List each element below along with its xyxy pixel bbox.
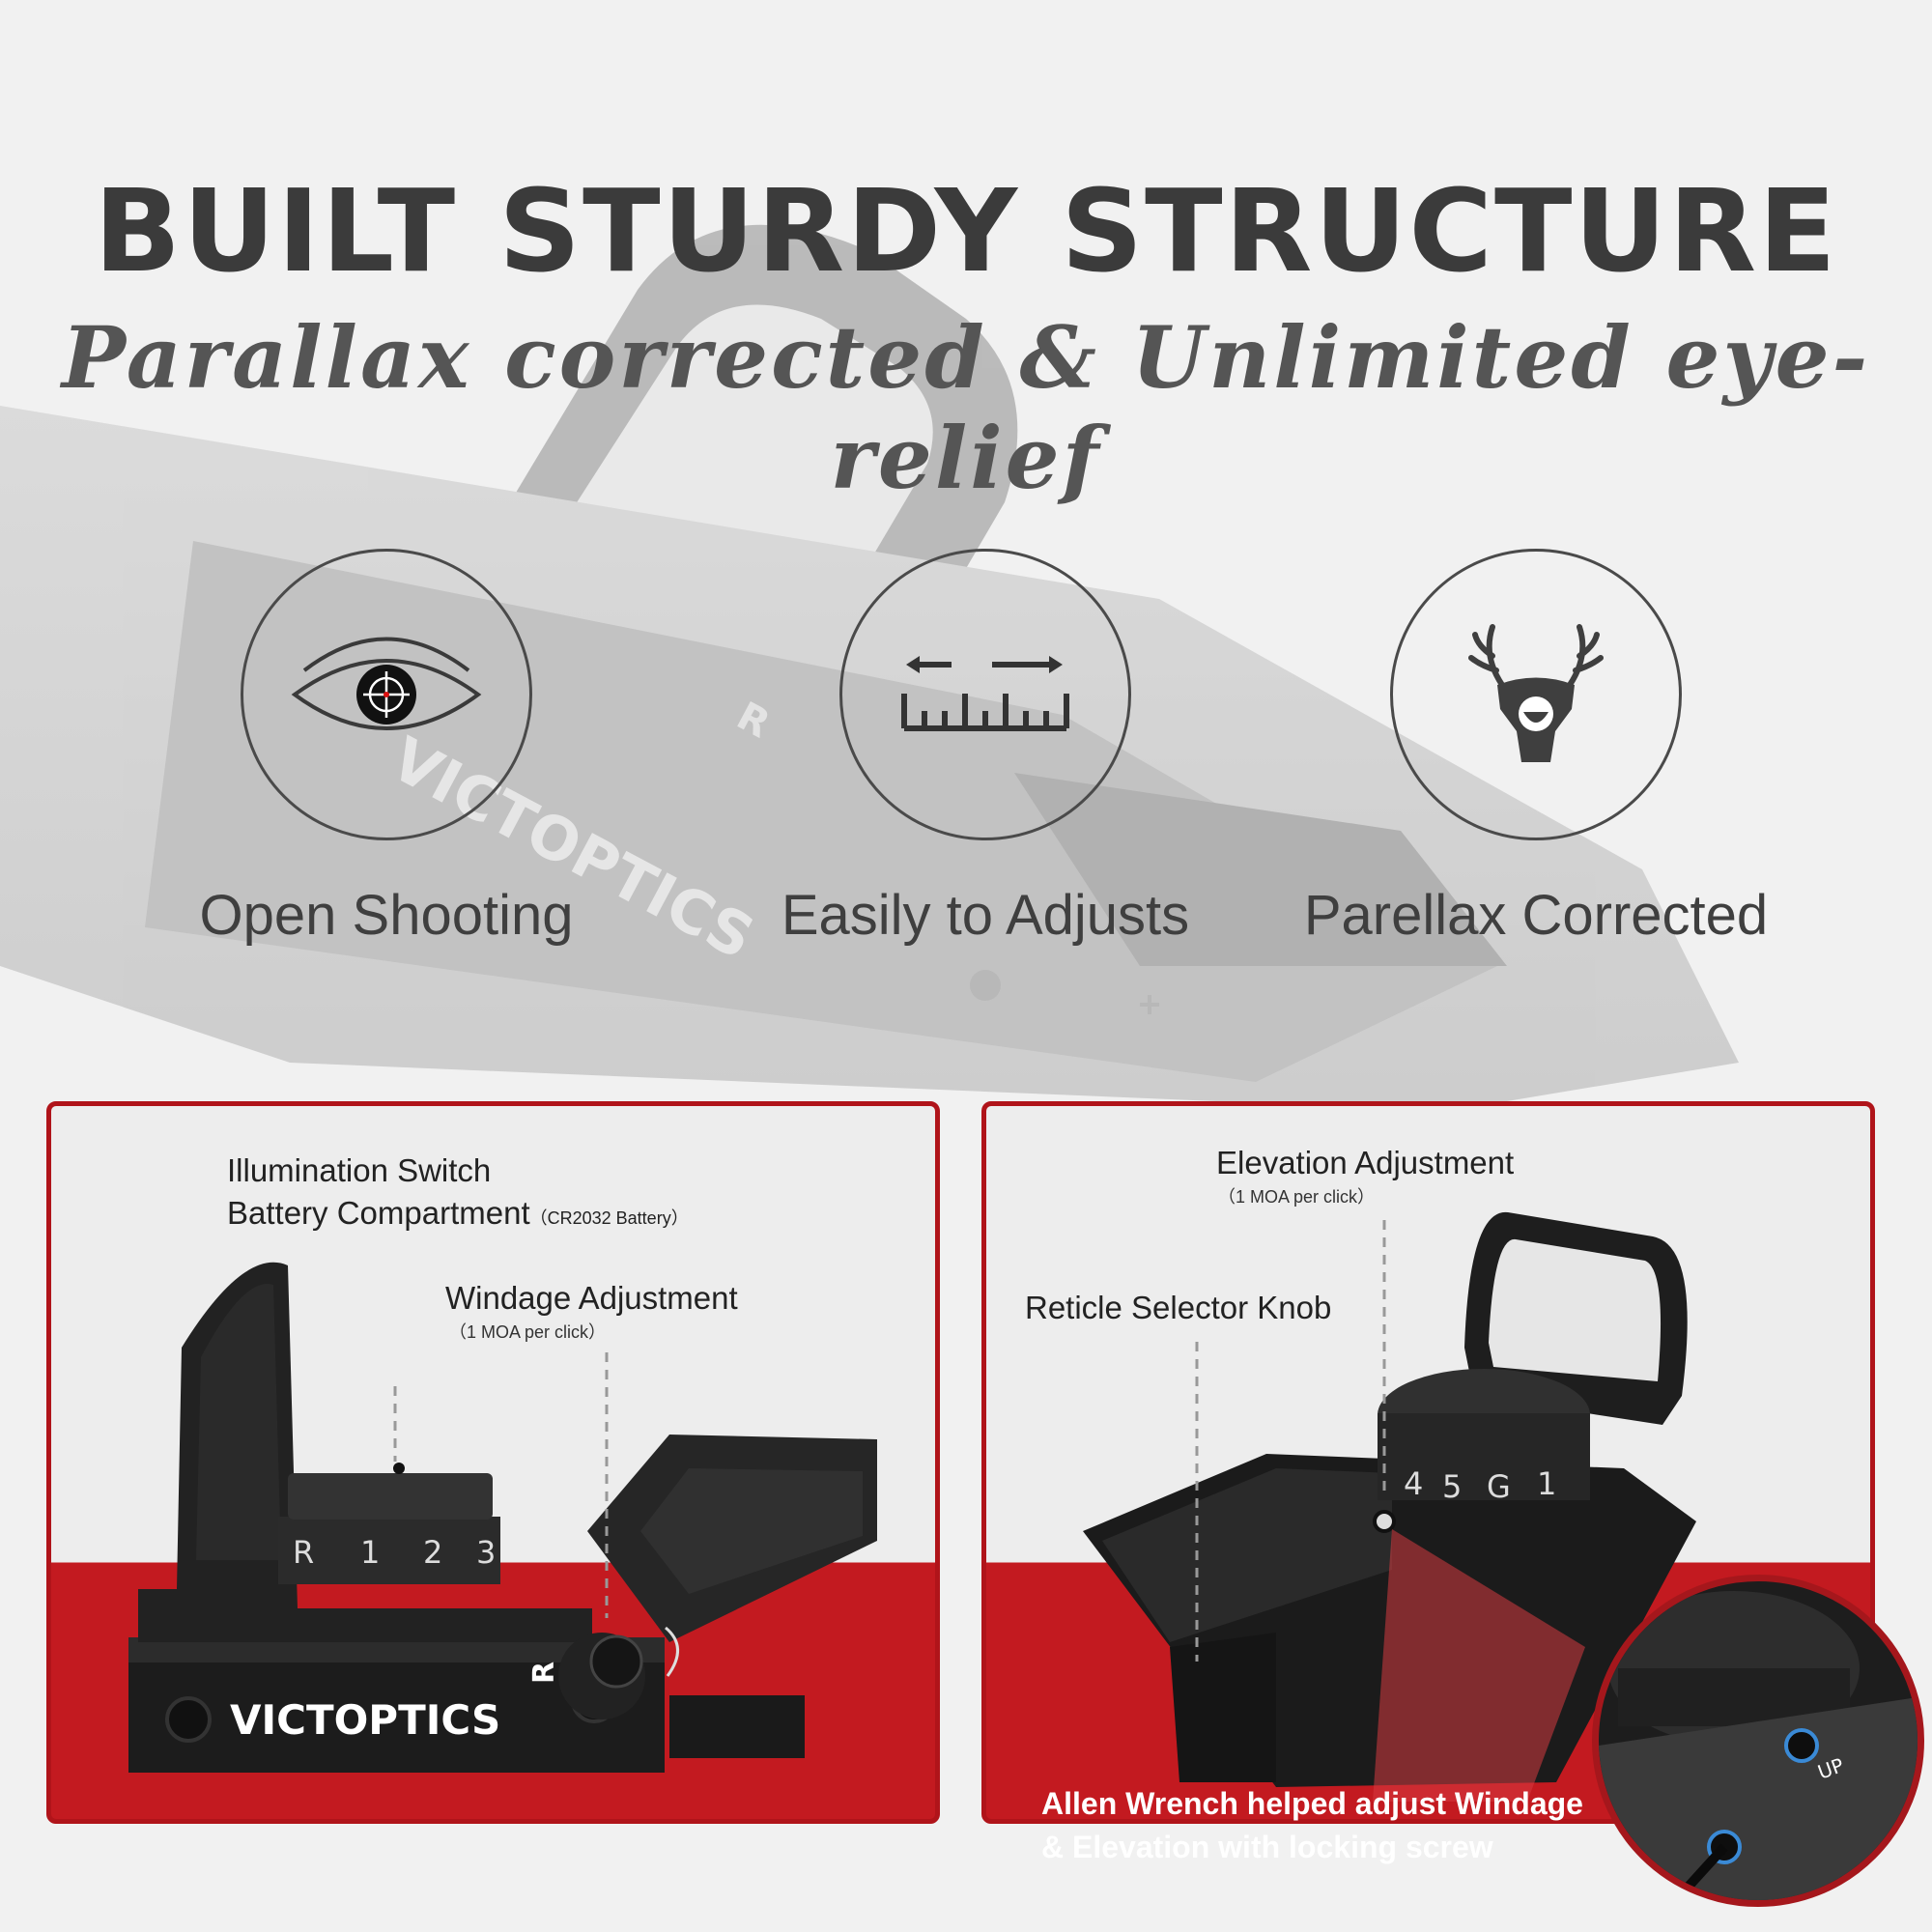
feature-ring: [1390, 549, 1682, 840]
callout-reticle-selector: Reticle Selector Knob: [1025, 1290, 1332, 1325]
panel-side-view: VICTOPTICS R 1 2 3 R Illumination Switch…: [46, 1101, 940, 1824]
feature-easy-adjust: Easily to Adjusts: [734, 549, 1236, 948]
right-dial-mark: 5: [1442, 1468, 1462, 1505]
callout-illumination-switch: Illumination Switch: [227, 1152, 492, 1188]
left-dial-mark: R: [293, 1534, 314, 1571]
windage-note: （1 MOA per click）: [449, 1322, 607, 1342]
adjust-scale-icon: [901, 656, 1069, 731]
feature-ring: [839, 549, 1131, 840]
right-dial-mark: 1: [1537, 1465, 1556, 1502]
page-subtitle: Parallax corrected & Unlimited eye-relie…: [61, 307, 1871, 508]
eye-crosshair-icon: [291, 637, 482, 730]
feature-ring: [241, 549, 532, 840]
deer-head-icon: [1468, 624, 1604, 762]
callout-elevation-adjustment: Elevation Adjustment: [1216, 1145, 1515, 1180]
sight-side-view-image: VICTOPTICS R 1 2 3 R: [128, 1262, 877, 1773]
magnifier-detail: UP: [1592, 1575, 1924, 1907]
battery-note: （CR2032 Battery）: [529, 1208, 689, 1228]
allen-caption-line-2: & Elevation with locking screw: [1041, 1830, 1493, 1864]
feature-label: Parellax Corrected: [1303, 884, 1769, 947]
left-side-mark: R: [527, 1662, 561, 1684]
feature-label: Easily to Adjusts: [781, 884, 1190, 947]
right-dial-mark: 4: [1404, 1465, 1423, 1502]
right-dial-mark: G: [1487, 1468, 1511, 1505]
left-dial-mark: 1: [360, 1534, 380, 1571]
left-panel-brand: VICTOPTICS: [230, 1696, 500, 1744]
page-title: BUILT STURDY STRUCTURE: [94, 164, 1838, 298]
magnified-adjustment-screws-image: UP: [1599, 1591, 1918, 1900]
feature-label: Open Shooting: [199, 884, 574, 947]
allen-caption-line-1: Allen Wrench helped adjust Windage: [1041, 1786, 1583, 1821]
left-dial-mark: 3: [476, 1534, 496, 1571]
feature-open-shooting: Open Shooting: [135, 549, 638, 948]
feature-parallax-corrected: Parellax Corrected: [1285, 549, 1787, 948]
allen-wrench-caption: Allen Wrench helped adjust Windage & Ele…: [1041, 1782, 1640, 1869]
callout-windage-adjustment: Windage Adjustment: [445, 1280, 738, 1316]
elevation-note: （1 MOA per click）: [1218, 1187, 1376, 1207]
callout-battery-compartment: Battery Compartment（CR2032 Battery）: [227, 1195, 689, 1232]
left-dial-mark: 2: [423, 1534, 442, 1571]
callout-battery-label: Battery Compartment: [227, 1195, 530, 1231]
sight-angled-view-image: 4 5 G 1: [1083, 1211, 1696, 1802]
